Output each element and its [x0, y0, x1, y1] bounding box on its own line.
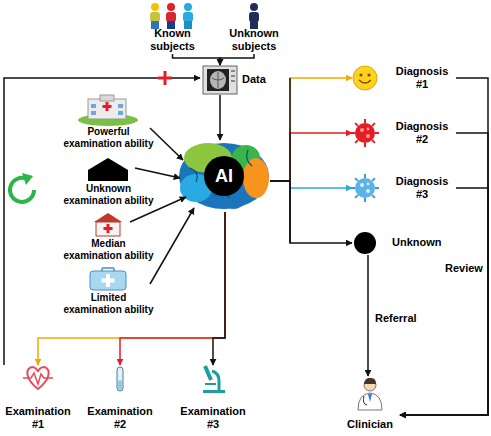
arrow-connector — [270, 181, 352, 243]
hospital-icon — [78, 95, 138, 126]
arrow-connector — [367, 255, 369, 376]
resource-node: Median examination ability — [62, 212, 155, 264]
resource-node: Limited examination ability — [62, 266, 155, 318]
node-label: Diagnosis #2 — [392, 120, 452, 146]
arrow-connector — [150, 208, 194, 284]
clinic-icon — [94, 213, 122, 236]
arrow-connector — [150, 128, 183, 160]
node-label: Powerful examination ability — [62, 126, 155, 150]
unknown-node: Unknown — [352, 231, 452, 255]
smiley-icon — [353, 66, 377, 90]
arrow-connector — [270, 133, 352, 181]
arrow-connector — [220, 54, 254, 65]
unknown-facility-icon — [88, 158, 128, 181]
brain-scan-icon — [203, 66, 237, 94]
first-aid-kit-icon — [90, 268, 126, 290]
examination-node: Examination #2 — [82, 365, 158, 432]
heart-monitor-icon — [23, 367, 53, 389]
arrow-connector — [135, 168, 180, 178]
node-label: AI — [178, 166, 270, 186]
edge-label: Referral — [375, 312, 417, 325]
arrow-connector — [173, 54, 221, 65]
data-node: Data — [200, 65, 272, 95]
edge-label: Review — [445, 262, 483, 275]
diagnosis-node: Diagnosis #3 — [352, 174, 456, 202]
subject-group: Known subjects — [145, 0, 200, 54]
cycle-arrow — [10, 173, 34, 202]
node-label: Unknown examination ability — [62, 183, 155, 207]
unknown-person-icon — [249, 3, 259, 29]
arrow-connector — [270, 181, 352, 188]
diagnosis-node: Diagnosis #2 — [352, 119, 456, 147]
ai-brain: AI — [178, 140, 270, 212]
arrow-connector — [120, 212, 225, 365]
clinician-node: Clinician — [340, 376, 400, 434]
unknown-dot — [354, 232, 376, 254]
node-label: Unknown subjects — [226, 27, 282, 53]
subject-group: Unknown subjects — [226, 0, 282, 54]
node-label: Examination #3 — [175, 405, 251, 431]
arrow-connector — [38, 212, 225, 365]
node-label: Data — [242, 73, 272, 86]
examination-node: Examination #1 — [0, 365, 76, 432]
resource-node: Powerful examination ability — [62, 93, 155, 152]
node-label: Median examination ability — [62, 238, 155, 262]
diagnosis-node: Diagnosis #1 — [352, 64, 456, 92]
test-tube-icon — [117, 367, 123, 391]
examination-node: Examination #3 — [175, 365, 251, 432]
arrow-connector — [219, 95, 221, 140]
node-label: Clinician — [340, 418, 400, 431]
microscope-icon — [203, 366, 225, 393]
branch-trunk — [270, 78, 290, 243]
node-label: Diagnosis #3 — [392, 175, 452, 201]
clinician-icon — [358, 378, 382, 410]
virus-icon-red — [351, 119, 379, 147]
arrow-connector — [270, 78, 352, 181]
node-label: Unknown — [392, 236, 450, 249]
node-label: Known subjects — [145, 27, 200, 53]
resource-node: Unknown examination ability — [62, 156, 155, 208]
virus-icon-blue — [351, 174, 379, 202]
node-label: Examination #2 — [82, 405, 158, 431]
arrow-connector — [400, 188, 488, 415]
person-icons — [150, 3, 193, 29]
node-label: Limited examination ability — [62, 292, 155, 316]
arrow-connector — [213, 212, 225, 365]
node-label: Examination #1 — [0, 405, 76, 431]
red-cross-mark — [158, 71, 172, 85]
node-label: Diagnosis #1 — [392, 65, 452, 91]
arrow-connector — [4, 78, 200, 365]
brain-illustration — [179, 143, 269, 209]
